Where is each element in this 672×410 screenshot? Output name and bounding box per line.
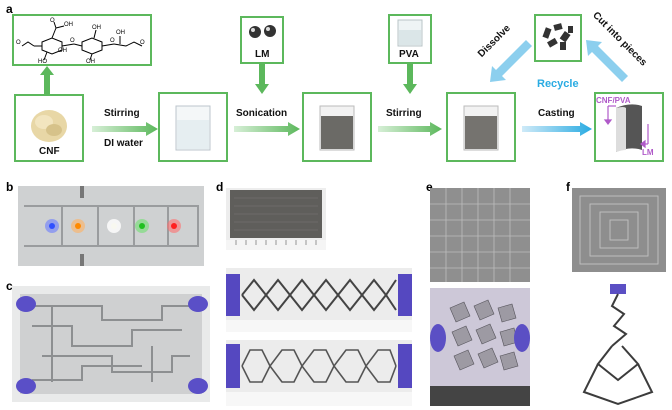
film-label-bottom: LM	[642, 148, 654, 157]
film-image	[603, 104, 649, 152]
arrow-step3	[378, 122, 442, 136]
step1-label-top: Stirring	[104, 108, 140, 119]
recycle-label: Recycle	[537, 78, 579, 90]
arrow-lm-down	[255, 64, 269, 94]
spiral-stretched-photo	[572, 280, 666, 406]
kirigami-stretched-photo-1	[226, 268, 412, 332]
panel-letter-a: a	[6, 2, 13, 16]
led-circuit-svg	[18, 186, 204, 266]
film-label-top: CNF/PVA	[596, 96, 631, 105]
arrow-dissolve	[490, 40, 532, 82]
chem-ho: HO	[38, 59, 47, 64]
chem-o2: O	[70, 38, 75, 44]
beaker-composite-image	[463, 105, 499, 151]
pva-beaker-image	[397, 19, 423, 47]
chem-o3: O	[110, 38, 115, 44]
printed-circuit-photo	[12, 286, 210, 402]
panel-letter-e: e	[426, 180, 433, 194]
step2-label: Sonication	[236, 108, 288, 119]
origami-folded-svg	[430, 288, 530, 406]
step4-label: Casting	[538, 108, 575, 119]
cnf-powder-image	[31, 110, 67, 142]
shredded-pieces-image	[542, 23, 573, 50]
spiral-stretched-svg	[582, 284, 654, 406]
beaker-water-box	[158, 92, 228, 162]
chem-oh3: OH	[116, 30, 125, 36]
kirigami-stretched-svg-2	[226, 344, 412, 406]
chem-oh4: OH	[58, 48, 67, 54]
led-circuit-photo	[18, 186, 204, 266]
lm-label: LM	[255, 49, 270, 60]
cnf-chemical-structure: O OH O HO O OH OH OH O O OH	[12, 14, 152, 66]
kirigami-stretched-svg-1	[226, 274, 412, 332]
arrow-step4	[522, 122, 592, 136]
pva-box: PVA	[388, 14, 432, 64]
panel-letter-b: b	[6, 180, 14, 194]
beaker-lm-suspension-box	[302, 92, 372, 162]
lm-droplets-image	[249, 25, 276, 38]
chem-o1: O	[16, 40, 21, 46]
chem-oh1: OH	[86, 59, 95, 64]
panel-letter-c: c	[6, 279, 13, 293]
pva-label: PVA	[399, 49, 419, 60]
spiral-flat-photo	[572, 188, 666, 272]
arrow-pva-down	[403, 64, 417, 94]
cnf-label: CNF	[39, 146, 60, 157]
shredded-pieces-box	[534, 14, 582, 62]
beaker-water-image	[175, 105, 211, 151]
origami-folded-photo	[430, 288, 530, 406]
step1-label-bottom: DI water	[104, 138, 143, 149]
cellulose-structure-svg: O OH O HO O OH OH OH O O OH	[16, 18, 145, 65]
chem-o-top: O	[50, 18, 55, 24]
panel-letter-f: f	[566, 180, 570, 194]
kirigami-flat-photo	[226, 188, 326, 250]
chem-oh-top: OH	[64, 22, 73, 28]
step3-label: Stirring	[386, 108, 422, 119]
chem-o4: O	[140, 40, 145, 46]
kirigami-stretched-photo-2	[226, 340, 412, 406]
arrow-up-structure	[40, 66, 54, 94]
origami-flat-photo	[430, 188, 530, 282]
arrow-step1	[92, 122, 158, 136]
beaker-composite-box	[446, 92, 516, 162]
panel-letter-d: d	[216, 180, 224, 194]
cnf-box: CNF	[14, 94, 84, 162]
origami-flat-svg	[430, 188, 530, 282]
beaker-lm-suspension-image	[319, 105, 355, 151]
lm-box: LM	[240, 16, 284, 64]
spiral-flat-svg	[572, 188, 666, 272]
film-box: CNF/PVA LM	[594, 92, 664, 162]
arrow-step2	[234, 122, 300, 136]
chem-oh2: OH	[92, 25, 101, 31]
printed-circuit-svg	[12, 286, 210, 402]
kirigami-flat-svg	[226, 190, 326, 250]
arrow-cut	[586, 40, 628, 82]
